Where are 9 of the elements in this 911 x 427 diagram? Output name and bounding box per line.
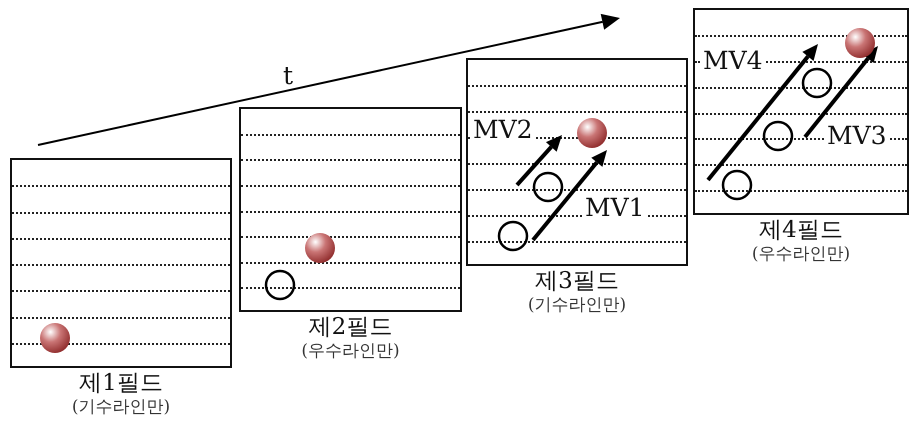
field-title: 제4필드 xyxy=(759,217,843,243)
field-subtitle: (기수라인만) xyxy=(528,294,626,316)
field-title: 제1필드 xyxy=(79,370,163,396)
field-title: 제3필드 xyxy=(535,268,619,294)
field-subtitle: (우수라인만) xyxy=(301,340,400,362)
field-title: 제2필드 xyxy=(308,314,392,340)
field-subtitle: (우수라인만) xyxy=(752,243,850,265)
field-subtitle: (기수라인만) xyxy=(72,396,170,418)
time-label: t xyxy=(282,62,294,90)
